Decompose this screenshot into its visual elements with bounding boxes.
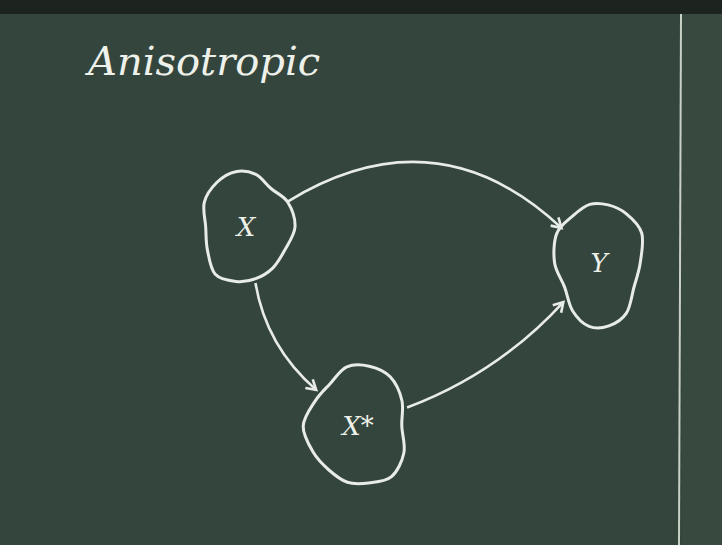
arrow-line	[255, 283, 316, 390]
blob-path	[303, 365, 404, 484]
map-arrow	[288, 162, 562, 228]
set-label: X*	[342, 411, 374, 441]
set-blob: X*	[305, 362, 411, 490]
arrow-head	[305, 379, 316, 389]
board-frame	[0, 0, 722, 14]
map-arrow	[407, 302, 563, 408]
set-label: X	[237, 212, 256, 242]
blob-path	[204, 171, 295, 281]
board-panel	[682, 14, 722, 545]
arrow-line	[288, 162, 562, 228]
set-blob: X	[198, 168, 294, 286]
arrow-head	[553, 302, 564, 313]
map-arrow	[255, 283, 316, 390]
arrow-line	[407, 302, 563, 408]
title: Anisotropic	[88, 38, 320, 84]
panel-edge	[679, 14, 681, 545]
set-label: Y	[590, 248, 607, 278]
blob-path	[554, 203, 643, 328]
set-blob: Y	[553, 196, 645, 330]
